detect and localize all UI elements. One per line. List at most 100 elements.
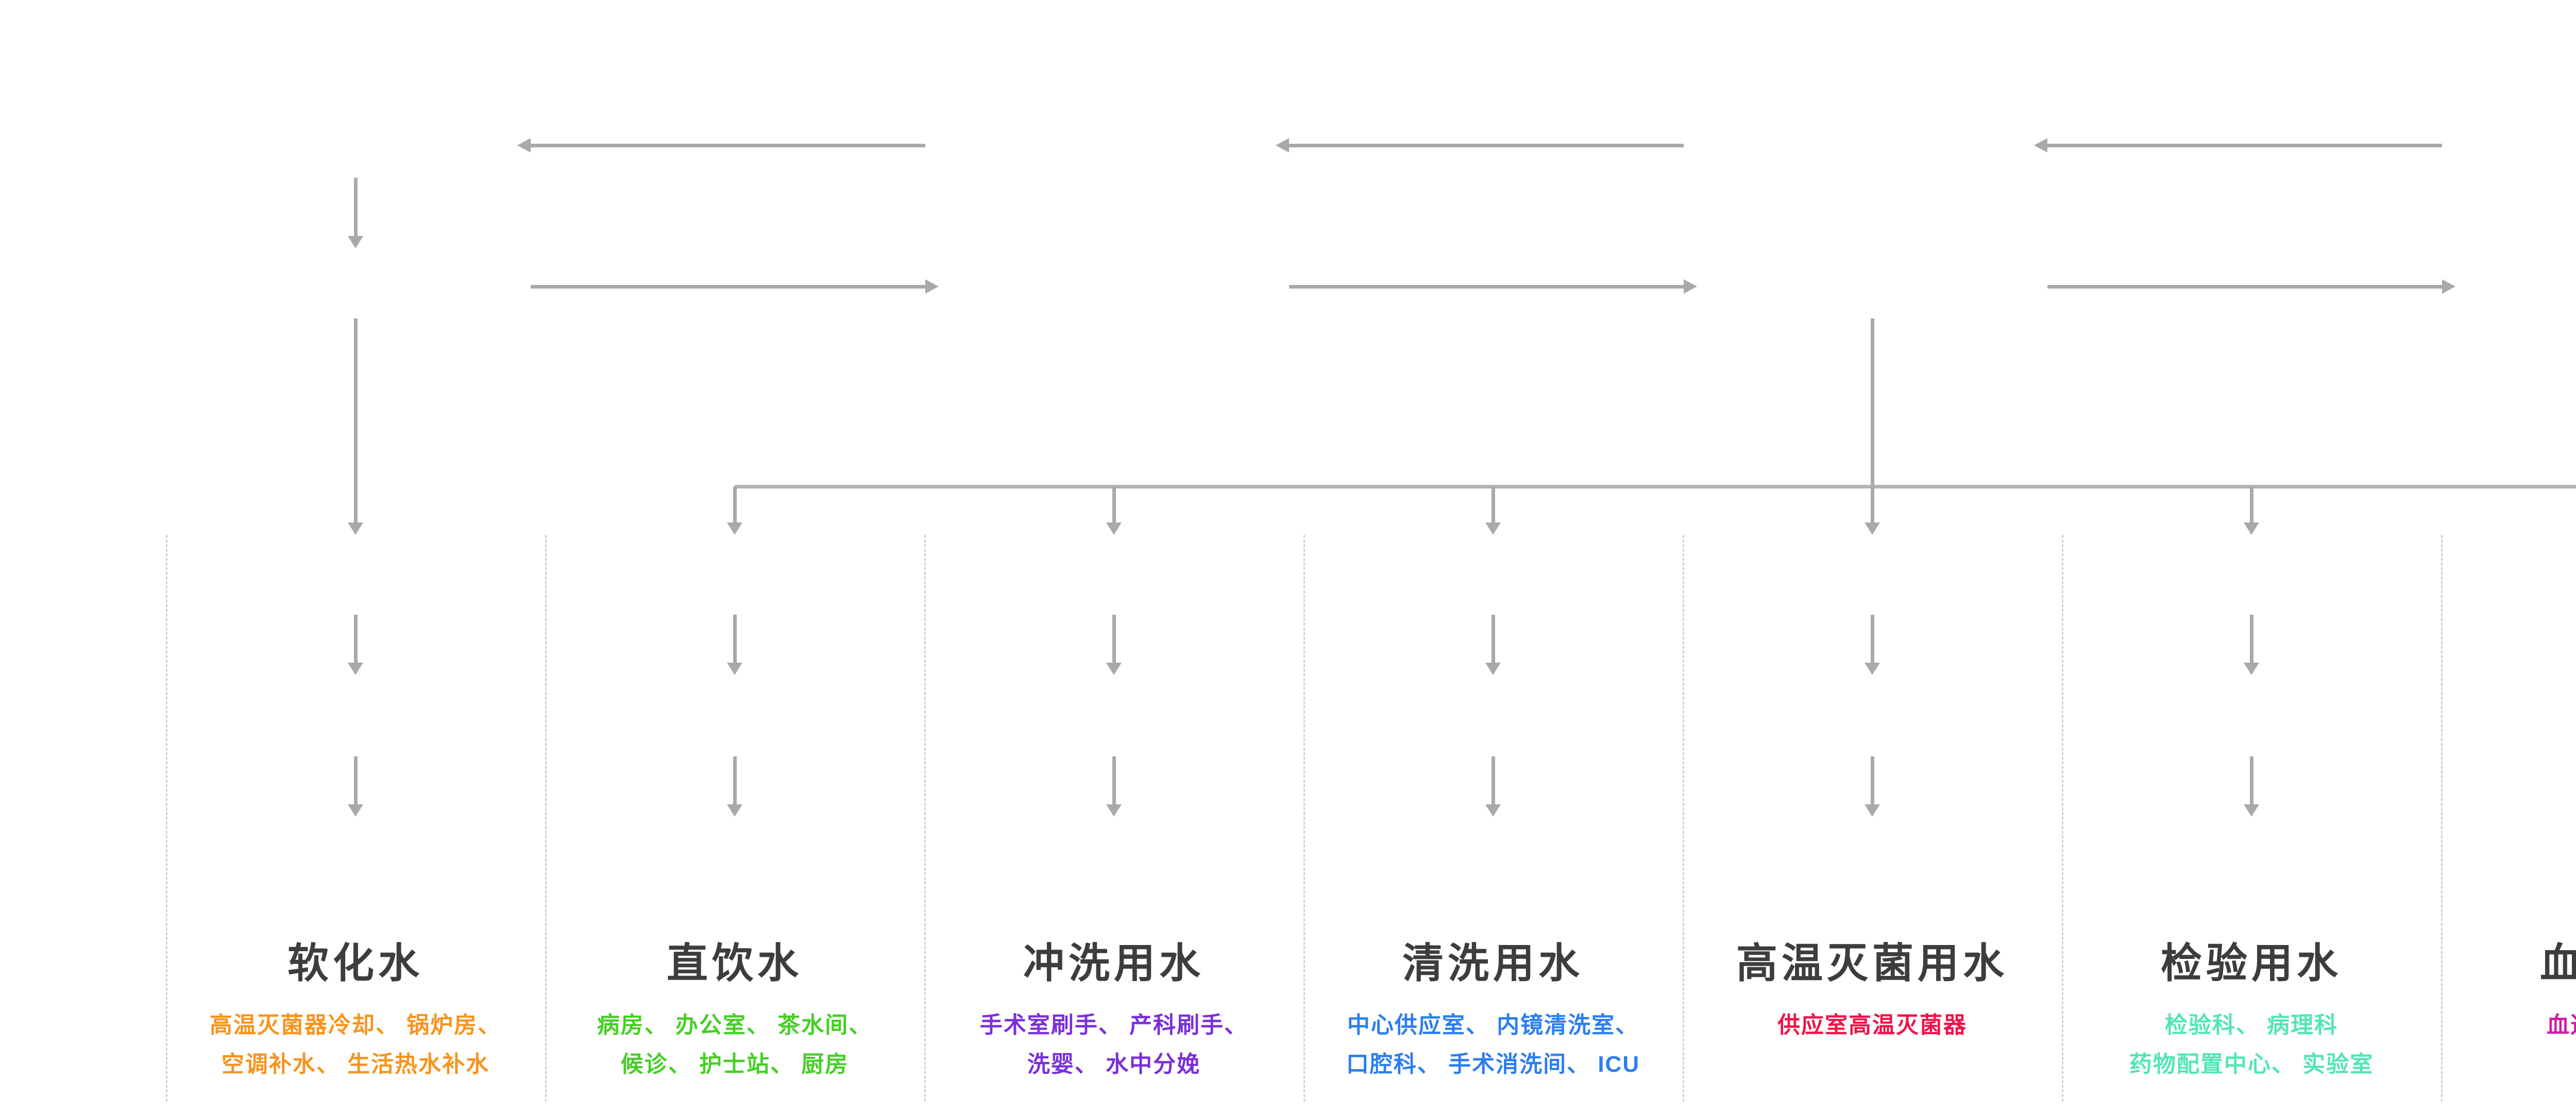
column-separator: [1303, 535, 1305, 1102]
arrowhead-down-icon: [2244, 804, 2259, 817]
arrowhead-down-icon: [348, 804, 363, 817]
usage-description-line: 血透中心、 ICU: [2547, 1012, 2576, 1038]
process-step-box: 专用循环系统: [1400, 842, 1586, 875]
process-step-box: 专用循环系统: [2159, 842, 2344, 875]
arrowhead-down-icon: [727, 663, 742, 675]
water-type-title: 血透用水: [2540, 940, 2576, 986]
water-type-title: 检验用水: [2161, 940, 2342, 986]
chain-process-box: 石英砂过滤器: [2531, 131, 2576, 165]
usage-description: 高温灭菌器冷却、 锅炉房、空调补水、 生活热水补水: [166, 1006, 545, 1084]
process-step-box: 微孔过滤装置: [263, 701, 448, 734]
process-step-box: 消毒抑菌装置: [263, 559, 448, 592]
process-step-box: 二级反渗透: [1795, 559, 1950, 592]
process-step-box: 微孔过滤装置: [1400, 701, 1586, 734]
flow-line: [1871, 615, 1874, 664]
chain-process-box: 软化过滤器: [1031, 131, 1196, 165]
flow-line: [2047, 144, 2442, 147]
arrowhead-down-icon: [1485, 522, 1501, 535]
arrowhead-down-icon: [2244, 522, 2259, 535]
flow-line: [354, 318, 358, 524]
water-type-title: 直饮水: [667, 940, 803, 986]
usage-description: 血透中心、 ICU: [2441, 1006, 2576, 1045]
flow-line: [1492, 756, 1495, 805]
process-step-box: EDI设备: [2193, 701, 2310, 734]
flow-line: [733, 756, 737, 805]
flow-line: [733, 486, 737, 524]
chain-process-box: 软水箱: [306, 273, 405, 306]
process-step-box: 消毒抑菌装置: [642, 559, 827, 592]
flow-line: [1289, 144, 1684, 147]
flow-line: [1289, 285, 1684, 289]
arrowhead-down-icon: [2244, 663, 2259, 675]
flow-line: [1492, 615, 1495, 664]
arrowhead-down-icon: [1106, 663, 1122, 675]
process-step-box: 专用循环系统: [1780, 842, 1965, 875]
process-step-box: 消毒抑菌装置: [1400, 559, 1586, 592]
flow-line: [2250, 756, 2253, 805]
chain-process-box: 活性炭过滤器: [1773, 131, 1971, 165]
flow-line: [1492, 486, 1495, 524]
usage-description: 检验科、 病理科药物配置中心、 实验室: [2062, 1006, 2441, 1084]
column-separator: [2441, 535, 2443, 1102]
usage-description-line: 药物配置中心、 实验室: [2129, 1052, 2374, 1077]
column-separator: [924, 535, 926, 1102]
water-type-title: 冲洗用水: [1023, 940, 1205, 986]
chain-process-box: 浓水回收装置: [2531, 273, 2576, 306]
usage-description: 病房、 办公室、 茶水间、候诊、 护士站、 厨房: [545, 1006, 924, 1084]
arrowhead-down-icon: [1865, 663, 1880, 675]
flow-line: [1112, 615, 1116, 664]
usage-description-line: 空调补水、 生活热水补水: [221, 1052, 490, 1077]
usage-description-line: 高温灭菌器冷却、 锅炉房、: [209, 1012, 502, 1038]
chain-process-box: 保安过滤器: [1031, 273, 1196, 306]
flow-line: [2250, 486, 2253, 524]
distributor-line: [735, 485, 2576, 488]
process-step-box: 消毒抑菌装置: [1021, 559, 1207, 592]
usage-description-line: 中心供应室、 内镜清洗室、: [1347, 1012, 1639, 1038]
column-separator: [166, 535, 167, 1102]
flow-line: [1871, 756, 1874, 805]
usage-description-line: 洗婴、 水中分娩: [1027, 1052, 1201, 1077]
flow-line: [1871, 318, 1874, 486]
process-step-box: 专用循环系统: [642, 842, 827, 875]
flow-line: [1871, 486, 1874, 524]
water-type-title: 清洗用水: [1402, 940, 1584, 986]
flow-line: [1112, 756, 1116, 805]
usage-description-line: 病房、 办公室、 茶水间、: [597, 1012, 873, 1038]
flow-line: [354, 756, 358, 805]
arrowhead-down-icon: [348, 236, 363, 248]
arrowhead-left-icon: [2034, 138, 2047, 153]
flow-line: [1112, 486, 1116, 524]
column-separator: [545, 535, 547, 1102]
process-step-box: 二级反渗透: [2174, 559, 2329, 592]
arrowhead-down-icon: [348, 663, 363, 675]
process-step-box: 微孔过滤装置: [642, 701, 827, 734]
chain-process-box: 一级反渗透: [1789, 273, 1955, 306]
arrowhead-right-icon: [1684, 279, 1697, 294]
process-step-box: 微孔过滤装置: [2538, 701, 2576, 734]
usage-description: 中心供应室、 内镜清洗室、口腔科、 手术消洗间、 ICU: [1303, 1006, 1683, 1084]
arrowhead-right-icon: [925, 279, 939, 294]
process-step-box: 专用循环系统: [2538, 842, 2576, 875]
usage-description-line: 口腔科、 手术消洗间、 ICU: [1346, 1052, 1640, 1077]
flow-line: [733, 615, 737, 664]
usage-description-line: 候诊、 护士站、 厨房: [620, 1052, 849, 1077]
usage-description: 供应室高温灭菌器: [1683, 1006, 2062, 1045]
usage-description-line: 手术室刷手、 产科刷手、: [979, 1012, 1248, 1038]
arrowhead-left-icon: [517, 138, 531, 153]
arrowhead-down-icon: [1865, 522, 1880, 535]
arrowhead-down-icon: [1865, 804, 1880, 817]
column-separator: [1683, 535, 1684, 1102]
arrowhead-down-icon: [348, 522, 363, 535]
arrowhead-down-icon: [1485, 663, 1501, 675]
arrowhead-down-icon: [1106, 804, 1122, 817]
arrowhead-left-icon: [1276, 138, 1289, 153]
process-step-box: 血透水处理系统: [2522, 559, 2576, 592]
process-step-box: 专用循环系统: [1021, 842, 1207, 875]
usage-description-line: 检验科、 病理科: [2164, 1012, 2338, 1038]
arrowhead-down-icon: [1485, 804, 1501, 817]
flow-line: [354, 615, 358, 664]
process-step-box: 微孔过滤装置: [1021, 701, 1207, 734]
process-step-box: 微孔过滤装置: [1780, 701, 1965, 734]
flow-line: [2250, 615, 2253, 664]
